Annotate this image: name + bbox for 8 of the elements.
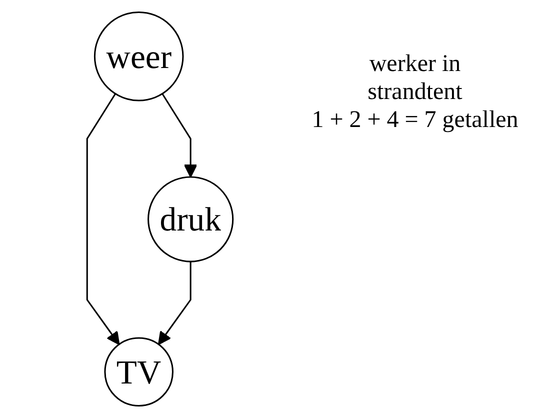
node-circle: druk xyxy=(148,176,234,262)
arrow xyxy=(86,93,120,345)
arrow xyxy=(158,262,192,345)
note-text: 1 + 2 + 4 = 7 getallen xyxy=(310,106,520,134)
arrow xyxy=(162,93,198,178)
node-circle: weer xyxy=(94,11,184,102)
node-circle: TV xyxy=(104,337,174,407)
note-text: werker in strandtent xyxy=(366,50,464,106)
